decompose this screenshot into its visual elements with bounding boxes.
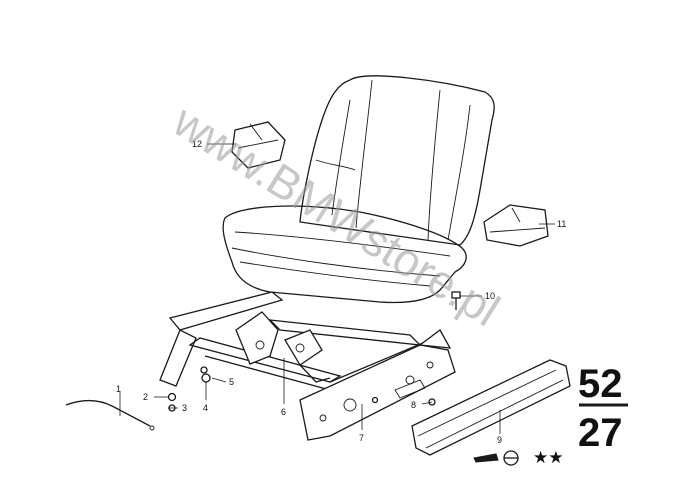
callout-5: 5 bbox=[229, 377, 234, 387]
callout-2: 2 bbox=[143, 392, 148, 402]
key-symbol-icon bbox=[473, 453, 499, 463]
part-11-bracket bbox=[483, 204, 549, 247]
callout-6: 6 bbox=[281, 407, 286, 417]
small-hardware bbox=[167, 366, 436, 412]
side-bracket bbox=[299, 329, 456, 441]
callout-1: 1 bbox=[116, 384, 121, 394]
callout-4: 4 bbox=[203, 403, 208, 413]
part-12-bracket bbox=[231, 121, 286, 169]
callout-9: 9 bbox=[497, 435, 502, 445]
main-group-number: 52 bbox=[578, 362, 623, 406]
callout-7: 7 bbox=[359, 433, 364, 443]
side-trim-cover bbox=[411, 359, 571, 456]
sub-group-number: 27 bbox=[578, 411, 623, 455]
stars-icon: ★★ bbox=[533, 448, 563, 468]
seat-frame bbox=[159, 291, 431, 391]
callout-8: 8 bbox=[411, 400, 416, 410]
callout-10: 10 bbox=[485, 291, 495, 301]
disk-symbol-icon bbox=[503, 450, 519, 466]
seat-backrest bbox=[299, 75, 495, 246]
part-10-screw bbox=[451, 291, 461, 310]
seat-cushion bbox=[222, 205, 467, 304]
callout-12: 12 bbox=[192, 139, 202, 149]
part-1-cable bbox=[65, 399, 155, 431]
callout-3: 3 bbox=[182, 403, 187, 413]
leader-lines bbox=[119, 143, 555, 434]
callout-11: 11 bbox=[557, 219, 566, 229]
watermark: www.BMWstore.pl bbox=[164, 94, 509, 336]
